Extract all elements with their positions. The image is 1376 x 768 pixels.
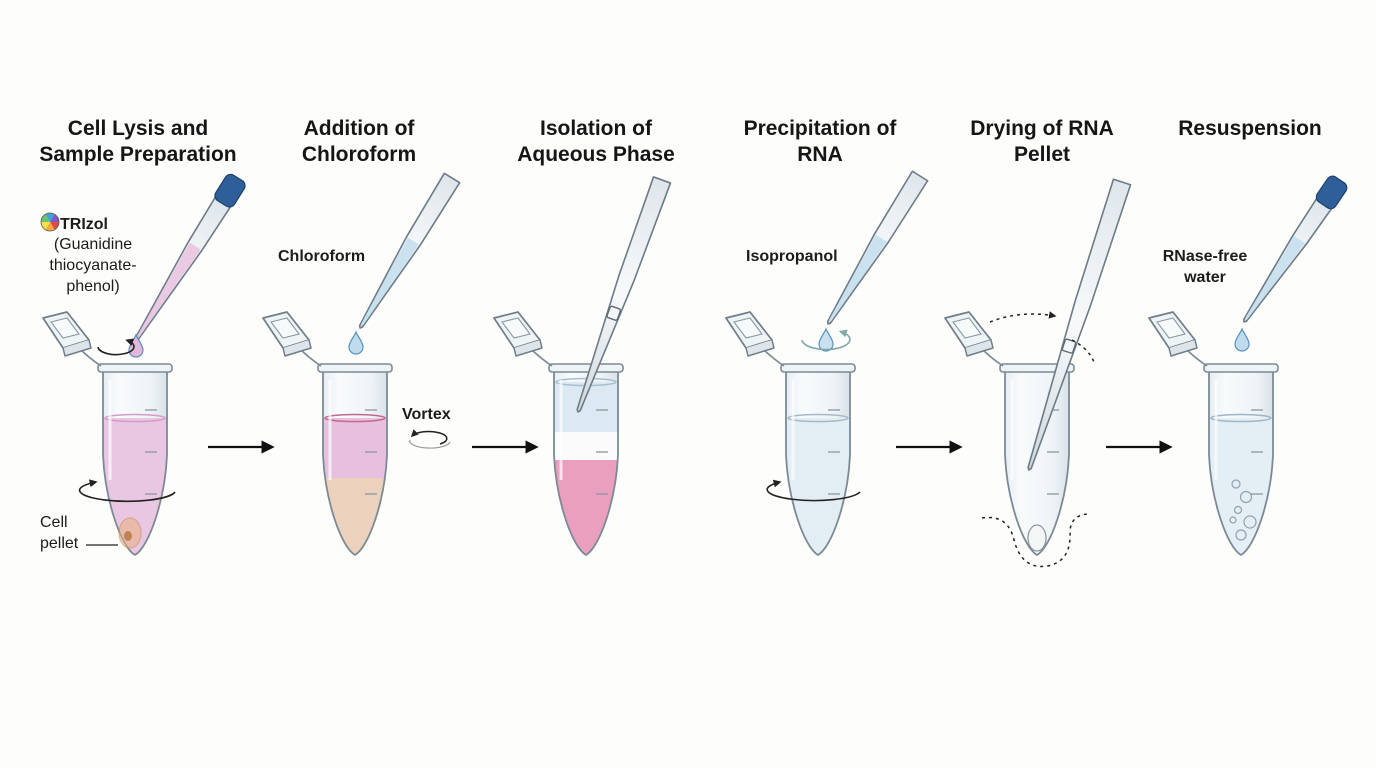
rnase-free-water-fill-meniscus: [1210, 413, 1272, 423]
tube-outline: [785, 369, 851, 557]
cell-pellet-label: Cell pellet: [40, 514, 79, 552]
chloroform-drop: [348, 330, 364, 355]
chloroform-phase: [323, 478, 387, 555]
bubble: [1233, 505, 1243, 515]
pipette-4: [826, 170, 929, 325]
tube-cap-side: [282, 339, 312, 357]
bubble: [1243, 515, 1257, 529]
trizol-drop: [128, 333, 144, 358]
mixing-swirl-1: [97, 338, 135, 356]
tube-4: [725, 311, 856, 557]
tube-outline: [102, 369, 168, 557]
tube-6: [1148, 311, 1279, 557]
logo-segment: [45, 222, 55, 232]
pipette-5: [1027, 178, 1132, 471]
tube-rim: [780, 363, 856, 373]
invert-swirl-4: [766, 479, 861, 502]
pipette-liquid: [137, 242, 201, 338]
tube-cap-side: [964, 339, 994, 357]
pipette-body: [358, 172, 461, 329]
bubble: [1239, 490, 1253, 504]
pipette-tip: [576, 176, 672, 413]
pipette-ring: [1061, 338, 1077, 354]
bubble: [1231, 479, 1241, 489]
trizol-label: TRIzol: [60, 216, 108, 233]
tube-cap-side: [62, 339, 92, 357]
pipette-body: [1242, 175, 1348, 323]
step-title-resuspension: Resuspension: [1178, 117, 1322, 140]
pipette-1: [134, 173, 246, 341]
tube-body: [1005, 370, 1069, 555]
rnase-free-water-label: RNase-free water: [1162, 248, 1248, 286]
cell-pellet-core: [124, 531, 132, 541]
tube-outline: [553, 369, 619, 557]
tube-outline: [1208, 369, 1274, 557]
pipette-cap: [214, 173, 246, 208]
pipette-cap: [1315, 175, 1348, 210]
mixing-swirl-1-arc: [97, 338, 135, 356]
isopropanol-mix-meniscus: [787, 413, 849, 423]
trizol-logo-icon: [40, 212, 60, 232]
pipette-liquid: [1245, 235, 1306, 320]
interphase: [554, 432, 618, 460]
pipette-tip: [1027, 178, 1132, 471]
vortex-swirl-shadow: [409, 439, 451, 449]
trizol-description: (Guanidine thiocyanate- phenol): [49, 236, 137, 295]
tube-rim: [1203, 363, 1279, 373]
air-dry-arrow: [989, 311, 1057, 323]
step-title-drying: Drying of RNA Pellet: [970, 117, 1114, 166]
pipette-2: [358, 172, 461, 329]
isopropanol-label: Isopropanol: [746, 248, 838, 265]
tube-rim: [548, 363, 624, 373]
tube-rim: [97, 363, 173, 373]
trizol-lysate-meniscus: [104, 413, 166, 423]
pipette-body: [1027, 178, 1132, 471]
bubble: [1235, 529, 1247, 541]
logo-segment: [45, 213, 55, 222]
step-title-cell-lysis: Cell Lysis and Sample Preparation: [39, 117, 237, 166]
tube-cap-inner: [1156, 317, 1186, 339]
pipette-3: [576, 176, 672, 413]
air-dry-dash-bottom: [981, 513, 1091, 568]
pipette-liquid: [829, 234, 887, 322]
vortex-label: Vortex: [402, 406, 451, 423]
tube-2: [262, 311, 393, 557]
tube-rim: [317, 363, 393, 373]
pipette-body: [826, 170, 929, 325]
pipette-6: [1242, 175, 1348, 323]
tube-cap-inner: [501, 317, 531, 339]
tube-cap-side: [513, 339, 543, 357]
tube-cap-inner: [50, 317, 80, 339]
logo-ring: [40, 212, 60, 232]
mixing-swirl-4: [801, 329, 851, 351]
tube-outline: [1004, 369, 1070, 557]
vortex-swirl: [410, 429, 448, 445]
mixing-swirl-4-arc: [801, 329, 851, 351]
tube-cap-inner: [952, 317, 982, 339]
pink-phase-meniscus: [324, 413, 386, 423]
pipette-body: [576, 176, 672, 413]
tube-outline: [322, 369, 388, 557]
step-title-chloroform: Addition of Chloroform: [301, 117, 417, 166]
bubble: [1229, 516, 1237, 524]
tube-5: [944, 311, 1075, 557]
tube-cap-side: [1168, 339, 1198, 357]
chloroform-label: Chloroform: [278, 248, 366, 265]
air-dry-dash-right: [1071, 339, 1095, 363]
pipette-ring: [606, 305, 622, 321]
rna-pellet: [1027, 524, 1047, 552]
step-title-precipitation: Precipitation of RNA: [743, 117, 897, 166]
isopropanol-drop: [818, 327, 834, 352]
tube-cap-inner: [733, 317, 763, 339]
tube-cap-side: [745, 339, 775, 357]
step-title-aqueous-phase: Isolation of Aqueous Phase: [517, 117, 675, 166]
tube-cap-inner: [270, 317, 300, 339]
invert-swirl-1: [78, 479, 176, 503]
pink-phase: [323, 418, 387, 478]
pipette-liquid: [361, 237, 419, 326]
pipette-body: [134, 173, 246, 341]
water-drop: [1234, 327, 1250, 352]
